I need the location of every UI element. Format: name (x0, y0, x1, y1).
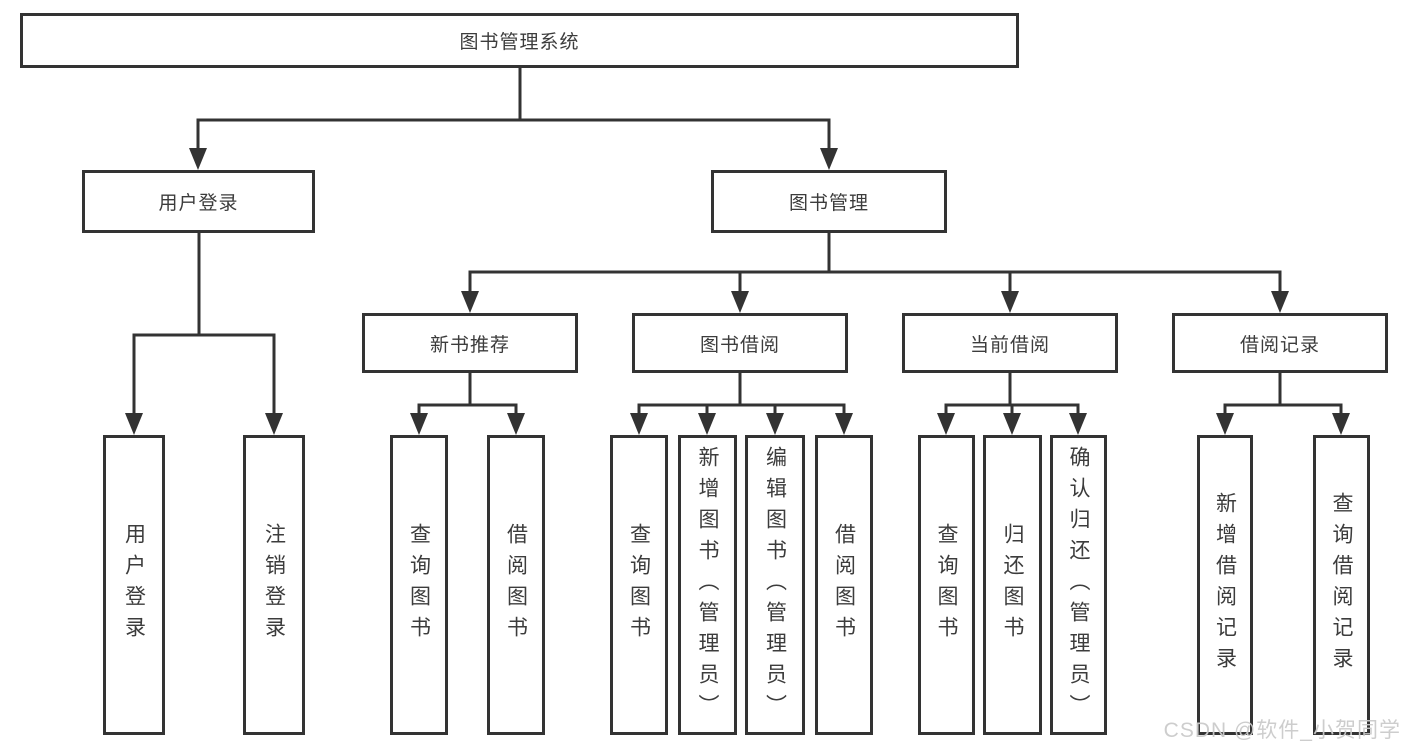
arrowhead-icon (820, 148, 838, 170)
node-current-borrowing: 当前借阅 (902, 313, 1118, 373)
leaf-logout: 注销登录 (243, 435, 305, 735)
leaf-edit-books-admin: 编辑图书（管理员） (745, 435, 805, 735)
leaf-return-books: 归还图书 (983, 435, 1042, 735)
arrowhead-icon (937, 413, 955, 435)
arrowhead-icon (507, 413, 525, 435)
node-book-borrowing: 图书借阅 (632, 313, 848, 373)
csdn-watermark: CSDN @软件_小贺同学 (1163, 719, 1401, 742)
leaf-add-borrow-record: 新增借阅记录 (1197, 435, 1253, 735)
arrowhead-icon (265, 413, 283, 435)
arrowhead-icon (189, 148, 207, 170)
node-user-login: 用户登录 (82, 170, 315, 233)
leaf-confirm-return-admin: 确认归还（管理员） (1050, 435, 1107, 735)
leaf-query-books: 查询图书 (390, 435, 448, 735)
arrowhead-icon (461, 291, 479, 313)
arrowhead-icon (835, 413, 853, 435)
arrowhead-icon (1271, 291, 1289, 313)
leaf-borrow-books: 借阅图书 (487, 435, 545, 735)
leaf-query-books: 查询图书 (918, 435, 975, 735)
arrowhead-icon (1003, 413, 1021, 435)
leaf-query-borrow-record: 查询借阅记录 (1313, 435, 1370, 735)
arrowheads (125, 148, 1350, 435)
node-root-system: 图书管理系统 (20, 13, 1019, 68)
node-new-book-recommend: 新书推荐 (362, 313, 578, 373)
leaf-query-books: 查询图书 (610, 435, 668, 735)
arrowhead-icon (731, 291, 749, 313)
leaf-user-login: 用户登录 (103, 435, 165, 735)
arrowhead-icon (125, 413, 143, 435)
arrowhead-icon (630, 413, 648, 435)
node-borrowing-records: 借阅记录 (1172, 313, 1388, 373)
arrowhead-icon (1216, 413, 1234, 435)
leaf-add-books-admin: 新增图书（管理员） (678, 435, 737, 735)
arrowhead-icon (766, 413, 784, 435)
arrowhead-icon (1069, 413, 1087, 435)
arrowhead-icon (410, 413, 428, 435)
arrowhead-icon (1332, 413, 1350, 435)
arrowhead-icon (698, 413, 716, 435)
leaf-borrow-books: 借阅图书 (815, 435, 873, 735)
node-book-management: 图书管理 (711, 170, 947, 233)
arrowhead-icon (1001, 291, 1019, 313)
